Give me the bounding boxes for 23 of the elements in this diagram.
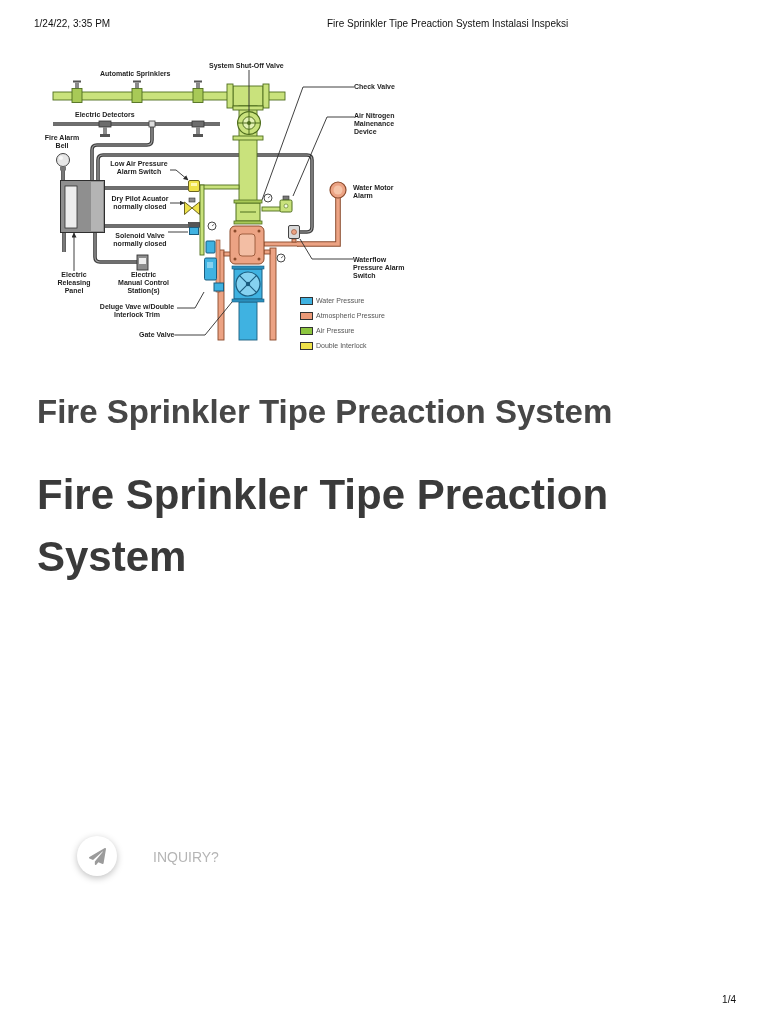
leader-line — [167, 231, 189, 233]
gate-valve — [232, 266, 264, 302]
flow-switch — [288, 225, 300, 239]
pressure-switch — [188, 180, 200, 192]
leader-line — [261, 86, 355, 201]
valve-handwheel — [237, 111, 261, 135]
page-subheading: Fire Sprinkler Tipe Preaction System — [37, 392, 613, 432]
print-date: 1/24/22, 3:35 PM — [34, 18, 111, 30]
solenoid-valve — [188, 222, 200, 235]
leader-line — [299, 238, 354, 260]
page-number: 1/4 — [722, 994, 736, 1006]
leader-line — [248, 69, 250, 112]
print-header-title: Fire Sprinkler Tipe Preaction System Instalasi Inspeksi — [327, 18, 569, 30]
leader-line — [176, 291, 205, 309]
air-maintenance-device — [262, 196, 293, 212]
control-panel — [60, 180, 105, 233]
page-title: Fire Sprinkler Tipe Preaction System — [37, 470, 610, 582]
pilot-actuator — [184, 198, 200, 215]
check-valve — [234, 200, 262, 224]
leader-line — [292, 116, 355, 197]
inquiry-label: INQUIRY? — [153, 849, 219, 865]
valve-trim — [204, 240, 224, 292]
leader-line — [173, 301, 233, 336]
